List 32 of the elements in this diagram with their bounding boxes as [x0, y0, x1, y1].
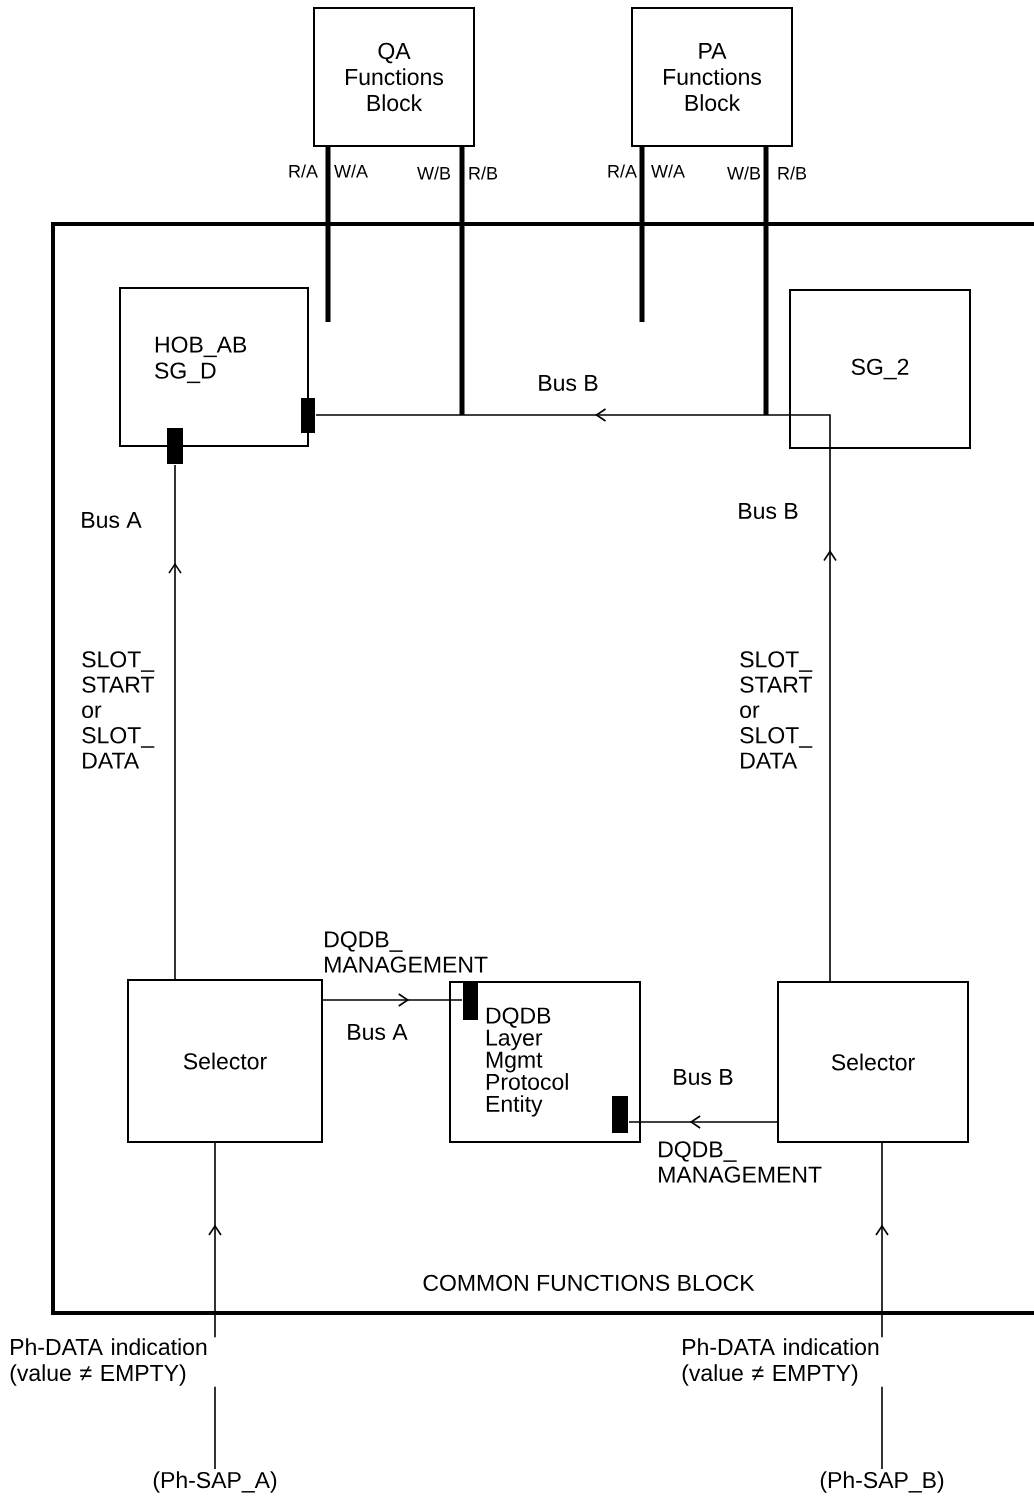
state-machine-box: SG_2 [789, 289, 971, 449]
bus-label: DQDB_ MANAGEMENT [325, 931, 488, 973]
selector-box: Selector [127, 979, 323, 1143]
signal-label: W/A [651, 164, 685, 178]
edge-label: Bus A [345, 1023, 409, 1042]
function-block-box: QA Functions Block [313, 7, 475, 147]
edge-label: Ph-DATA indication (value ≠ EMPTY) [8, 1337, 226, 1387]
signal-label: R/A [289, 164, 318, 178]
signal-label: R/A [608, 164, 637, 178]
selector-box: Selector [777, 981, 969, 1143]
bus-line [763, 147, 769, 415]
signal-label: R/B [778, 166, 807, 180]
function-block-box: PA Functions Block [631, 7, 793, 147]
sap-label: (Ph-SAP_A) [153, 1471, 277, 1493]
signal-label: W/B [727, 166, 761, 180]
edge-label: Bus B [671, 1068, 735, 1087]
bus-line [459, 147, 465, 415]
state-machine-box: HOB_AB SG_D [119, 287, 309, 447]
entity-box: DQDB Layer Mgmt Protocol Entity [449, 981, 641, 1143]
edge-label: Bus B [736, 502, 800, 521]
bus-line [639, 147, 645, 322]
edge-label: Bus B [536, 374, 600, 393]
signal-label: W/B [417, 166, 451, 180]
signal-label: SLOT_ START or SLOT_ DATA [82, 651, 155, 769]
edge-label: Ph-DATA indication (value ≠ EMPTY) [680, 1337, 898, 1387]
bus-label: DQDB_ MANAGEMENT [659, 1141, 822, 1183]
bus-line [325, 147, 331, 322]
sap-label: (Ph-SAP_B) [820, 1471, 944, 1493]
signal-label: W/A [334, 164, 368, 178]
signal-label: R/B [469, 166, 498, 180]
signal-label: SLOT_ START or SLOT_ DATA [740, 651, 813, 769]
edge-label: Bus A [79, 511, 143, 530]
